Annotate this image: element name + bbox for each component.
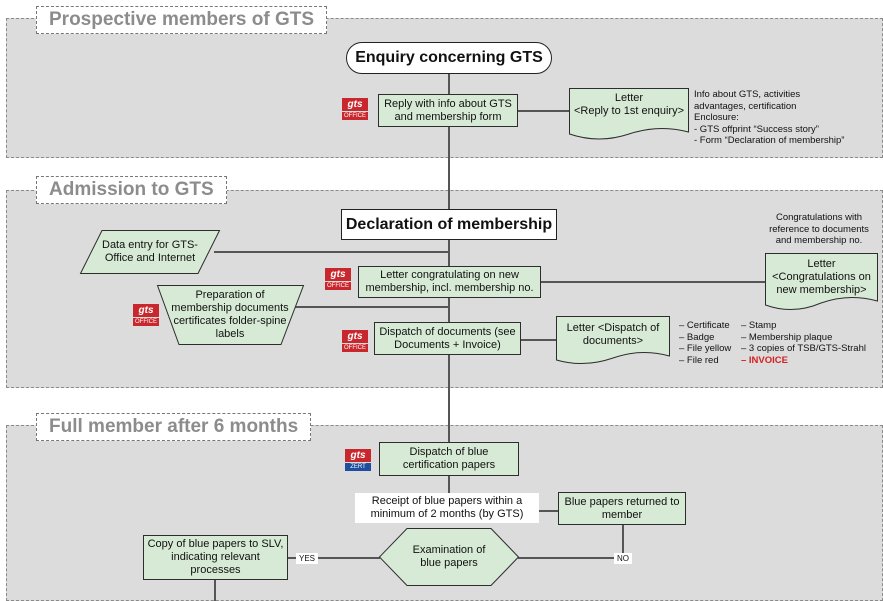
section-title-full-member: Full member after 6 months — [36, 413, 312, 441]
connector-returned-down — [622, 525, 624, 557]
preparation-shape — [156, 285, 305, 345]
info-note: Info about GTS, activities advantages, c… — [694, 89, 844, 147]
info-note-line-3: Enclosure: — [694, 112, 739, 123]
copy-slv-box: Copy of blue papers to SLV, indicating r… — [143, 535, 288, 580]
logo-office-text: OFFICE — [325, 282, 351, 290]
letter-congrats-sub: <Congratulations on new membership> — [772, 270, 871, 296]
reply-info-box: Reply with info about GTS and membership… — [378, 94, 518, 127]
doc-membership-plaque: – Membership plaque — [741, 331, 833, 343]
connector-data-entry — [214, 251, 449, 253]
congrats-note: Congratulations with reference to docume… — [765, 212, 873, 247]
logo-mark: gts — [342, 330, 368, 343]
doc-stamp: – Stamp — [741, 320, 777, 331]
data-entry-text: Data entry for GTS-Office and Internet — [102, 239, 198, 264]
congrats-note-line-1: Congratulations with — [775, 212, 863, 223]
connector-no — [518, 557, 623, 559]
doc-certificate: – Certificate — [679, 320, 730, 331]
doc-file-yellow: – File yellow — [679, 343, 732, 354]
doc-copies-tsb: – 3 copies of TSB/GTS-Strahl — [741, 343, 866, 354]
connector-reply-letter — [518, 110, 570, 112]
letter-reply-shape — [569, 88, 689, 140]
dispatch-documents-box: Dispatch of documents (see Documents + I… — [374, 322, 521, 355]
logo-mark: gts — [133, 304, 159, 317]
info-note-line-5: - Form “Declaration of membership” — [694, 135, 845, 146]
letter-reply-sub: <Reply to 1st enquiry> — [573, 105, 685, 117]
letter-congrats-title: Letter — [807, 257, 836, 270]
info-note-line-4: - GTS offprint “Success story” — [694, 123, 819, 135]
letter-dispatch-shape — [556, 316, 670, 364]
doc-file-red: – File red — [679, 354, 719, 366]
dispatch-blue-box: Dispatch of blue certification papers — [379, 442, 519, 476]
letter-congrats-shape — [765, 253, 878, 310]
letter-dispatch-text: Letter <Dispatch of documents> — [566, 322, 660, 347]
examination-text: Examination of blue papers — [412, 544, 486, 569]
data-entry-shape — [79, 230, 221, 274]
congrats-note-line-3: and membership no. — [775, 235, 863, 246]
letter-reply-text: Letter <Reply to 1st enquiry> — [569, 90, 689, 120]
doc-badge: – Badge — [679, 331, 715, 343]
receipt-text: Receipt of blue papers within a minimum … — [355, 493, 539, 523]
documents-list-col2: – Stamp – Membership plaque – 3 copies o… — [741, 320, 866, 366]
examination-shape — [378, 528, 520, 586]
logo-mark: gts — [345, 449, 371, 462]
letter-congrats-text: Letter <Congratulations on new membershi… — [765, 256, 878, 298]
logo-zert-text: ZERT — [345, 463, 371, 471]
connector-yes — [288, 557, 380, 559]
gts-zert-logo: gts ZERT — [345, 449, 371, 471]
connector-dispatch-letter — [521, 339, 557, 341]
no-label: NO — [614, 553, 632, 564]
logo-office-text: OFFICE — [342, 112, 368, 120]
declaration-node: Declaration of membership — [341, 209, 557, 240]
connector-copy-down — [214, 580, 216, 601]
returned-box: Blue papers returned to member — [558, 492, 686, 525]
logo-office-text: OFFICE — [342, 344, 368, 352]
band-prospective — [6, 18, 883, 158]
congrats-note-line-2: reference to documents — [769, 223, 869, 235]
logo-mark: gts — [342, 98, 368, 111]
letter-congrats-box: Letter congratulating on new membership,… — [358, 266, 541, 298]
gts-office-logo: gts OFFICE — [342, 98, 368, 120]
enquiry-node: Enquiry concerning GTS — [346, 42, 552, 74]
preparation-text: Preparation of membership documents cert… — [171, 289, 289, 340]
letter-reply-title: Letter — [614, 92, 644, 104]
section-title-admission: Admission to GTS — [36, 176, 227, 204]
yes-label: YES — [296, 553, 319, 564]
connector-congrats-letter — [541, 281, 765, 283]
gts-office-logo-4: gts OFFICE — [342, 330, 368, 352]
info-note-line-1: Info about GTS, activities — [694, 89, 801, 100]
logo-office-text: OFFICE — [133, 318, 159, 326]
gts-office-logo-3: gts OFFICE — [133, 304, 159, 326]
connector-preparation — [282, 306, 449, 308]
connector-returned — [538, 510, 559, 512]
doc-invoice: – INVOICE — [741, 354, 788, 366]
documents-list-col1: – Certificate – Badge – File yellow – Fi… — [679, 320, 731, 366]
logo-mark: gts — [325, 268, 351, 281]
section-title-prospective: Prospective members of GTS — [36, 6, 328, 34]
gts-office-logo-2: gts OFFICE — [325, 268, 351, 290]
info-note-line-2: advantages, certification — [694, 100, 797, 112]
